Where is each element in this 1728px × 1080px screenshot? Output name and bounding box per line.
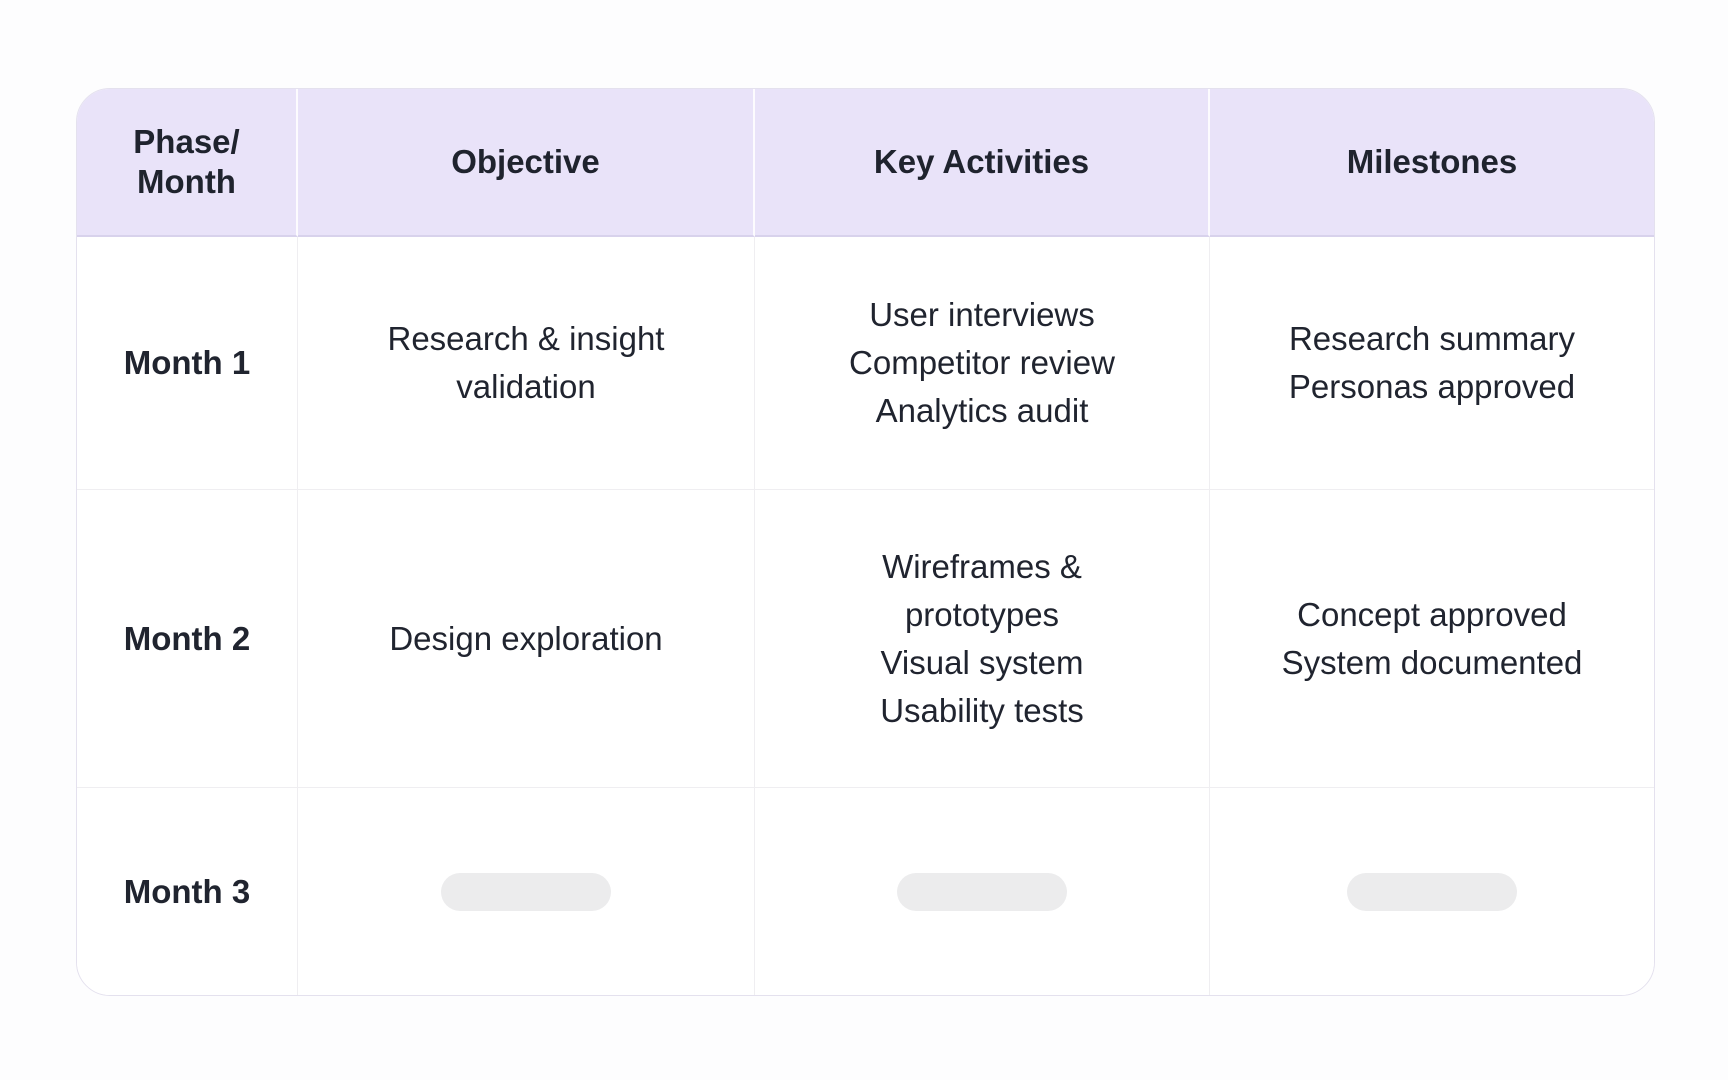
month-1-objective-text: Research & insight validation	[387, 320, 665, 405]
month-2-milestones-text: Concept approved System documented	[1281, 595, 1583, 681]
cell-month-2-milestones: Concept approved System documented	[1210, 490, 1654, 788]
header-cell-objective: Objective	[298, 89, 755, 237]
header-cell-key-activities: Key Activities	[755, 89, 1210, 237]
month-1-key-activities-text: User interviews Competitor review Analyt…	[849, 296, 1115, 429]
header-cell-milestones: Milestones	[1210, 89, 1654, 237]
cell-month-1-phase: Month 1	[77, 237, 298, 490]
table-row-month-1: Month 1 Research & insight validation Us…	[77, 237, 1654, 490]
month-3-label: Month 3	[123, 872, 251, 910]
cell-month-2-phase: Month 2	[77, 490, 298, 788]
cell-month-3-phase: Month 3	[77, 788, 298, 995]
table-row-month-3: Month 3	[77, 788, 1654, 995]
month-2-objective-text: Design exploration	[389, 619, 663, 657]
month-2-label: Month 2	[123, 619, 251, 657]
skeleton-pill	[897, 872, 1067, 911]
cell-month-3-objective	[298, 788, 755, 995]
roadmap-table: Phase/ Month Objective Key Activities Mi…	[76, 88, 1655, 996]
month-1-label: Month 1	[123, 344, 251, 381]
header-label-key-activities: Key Activities	[873, 143, 1090, 180]
cell-month-3-key-activities	[755, 788, 1210, 995]
month-1-milestones-text: Research summary Personas approved	[1288, 320, 1576, 405]
header-label-milestones: Milestones	[1346, 143, 1518, 180]
skeleton-pill	[441, 872, 611, 911]
cell-month-2-objective: Design exploration	[298, 490, 755, 788]
table-row-month-2: Month 2 Design exploration Wireframes & …	[77, 490, 1654, 788]
cell-month-1-objective: Research & insight validation	[298, 237, 755, 490]
cell-month-1-milestones: Research summary Personas approved	[1210, 237, 1654, 490]
cell-month-2-key-activities: Wireframes & prototypes Visual system Us…	[755, 490, 1210, 788]
month-2-key-activities-text: Wireframes & prototypes Visual system Us…	[880, 547, 1084, 729]
header-label-objective: Objective	[451, 143, 600, 180]
header-label-phase-month: Phase/ Month	[133, 123, 240, 200]
skeleton-pill	[1347, 872, 1517, 911]
cell-month-1-key-activities: User interviews Competitor review Analyt…	[755, 237, 1210, 490]
header-cell-phase-month: Phase/ Month	[77, 89, 298, 237]
table-header-row: Phase/ Month Objective Key Activities Mi…	[77, 89, 1654, 237]
cell-month-3-milestones	[1210, 788, 1654, 995]
